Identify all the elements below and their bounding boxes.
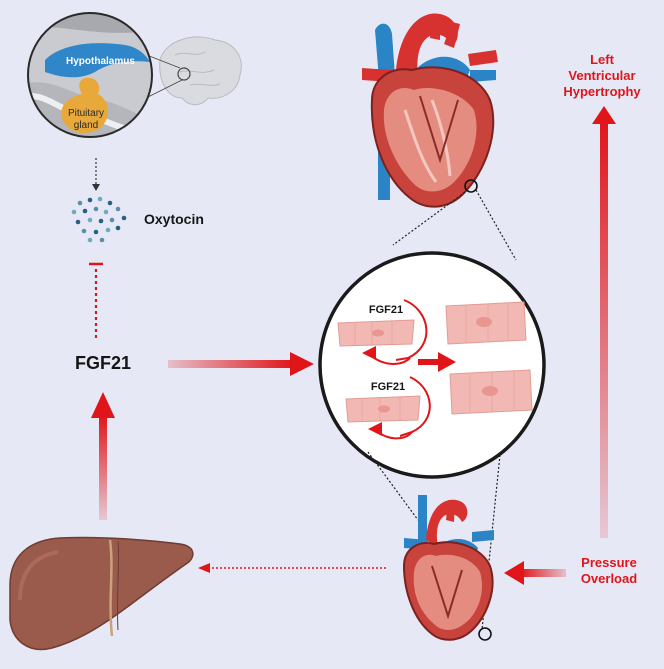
large-cardiomyocyte-lower — [449, 369, 533, 415]
small-cardiomyocyte-lower — [345, 395, 421, 423]
pituitary-label-line1: Pituitary — [68, 108, 104, 119]
oxytocin-molecules-icon — [71, 196, 127, 243]
hypertrophy-label-line1: Left — [590, 52, 614, 67]
fgf21-label: FGF21 — [75, 353, 132, 373]
oxytocin-label: Oxytocin — [144, 211, 204, 227]
hypertrophy-label-line3: Hypertrophy — [563, 84, 641, 99]
pressure-overload-line1: Pressure — [581, 555, 637, 570]
zoom-fgf21-label-lower: FGF21 — [371, 381, 405, 393]
pituitary-label-line2: gland — [74, 120, 98, 131]
brain-outline-icon — [159, 36, 242, 106]
hypertrophy-label-line2: Ventricular — [568, 68, 636, 83]
fgf21-to-heart-arrow — [168, 360, 293, 368]
zoom-circle: FGF21 FGF21 — [318, 251, 546, 479]
liver-to-fgf21-arrow — [99, 415, 107, 520]
hypothalamus-label: Hypothalamus — [66, 56, 135, 67]
large-cardiomyocyte-upper — [445, 301, 527, 345]
brain-inset: Hypothalamus Pituitary gland — [27, 12, 242, 138]
pressure-to-heart-arrow — [520, 569, 566, 577]
liver-icon — [9, 536, 194, 651]
pressure-overload-label: Pressure Overload — [566, 555, 652, 587]
bottom-heart-icon — [402, 495, 494, 641]
pressure-to-hypertrophy-arrow — [600, 120, 608, 538]
zoom-fgf21-label-upper: FGF21 — [369, 304, 403, 316]
small-cardiomyocyte-upper — [337, 319, 415, 347]
pressure-overload-line2: Overload — [580, 571, 638, 586]
hypertrophy-label: Left Ventricular Hypertrophy — [552, 52, 652, 100]
top-heart-icon — [362, 13, 498, 208]
